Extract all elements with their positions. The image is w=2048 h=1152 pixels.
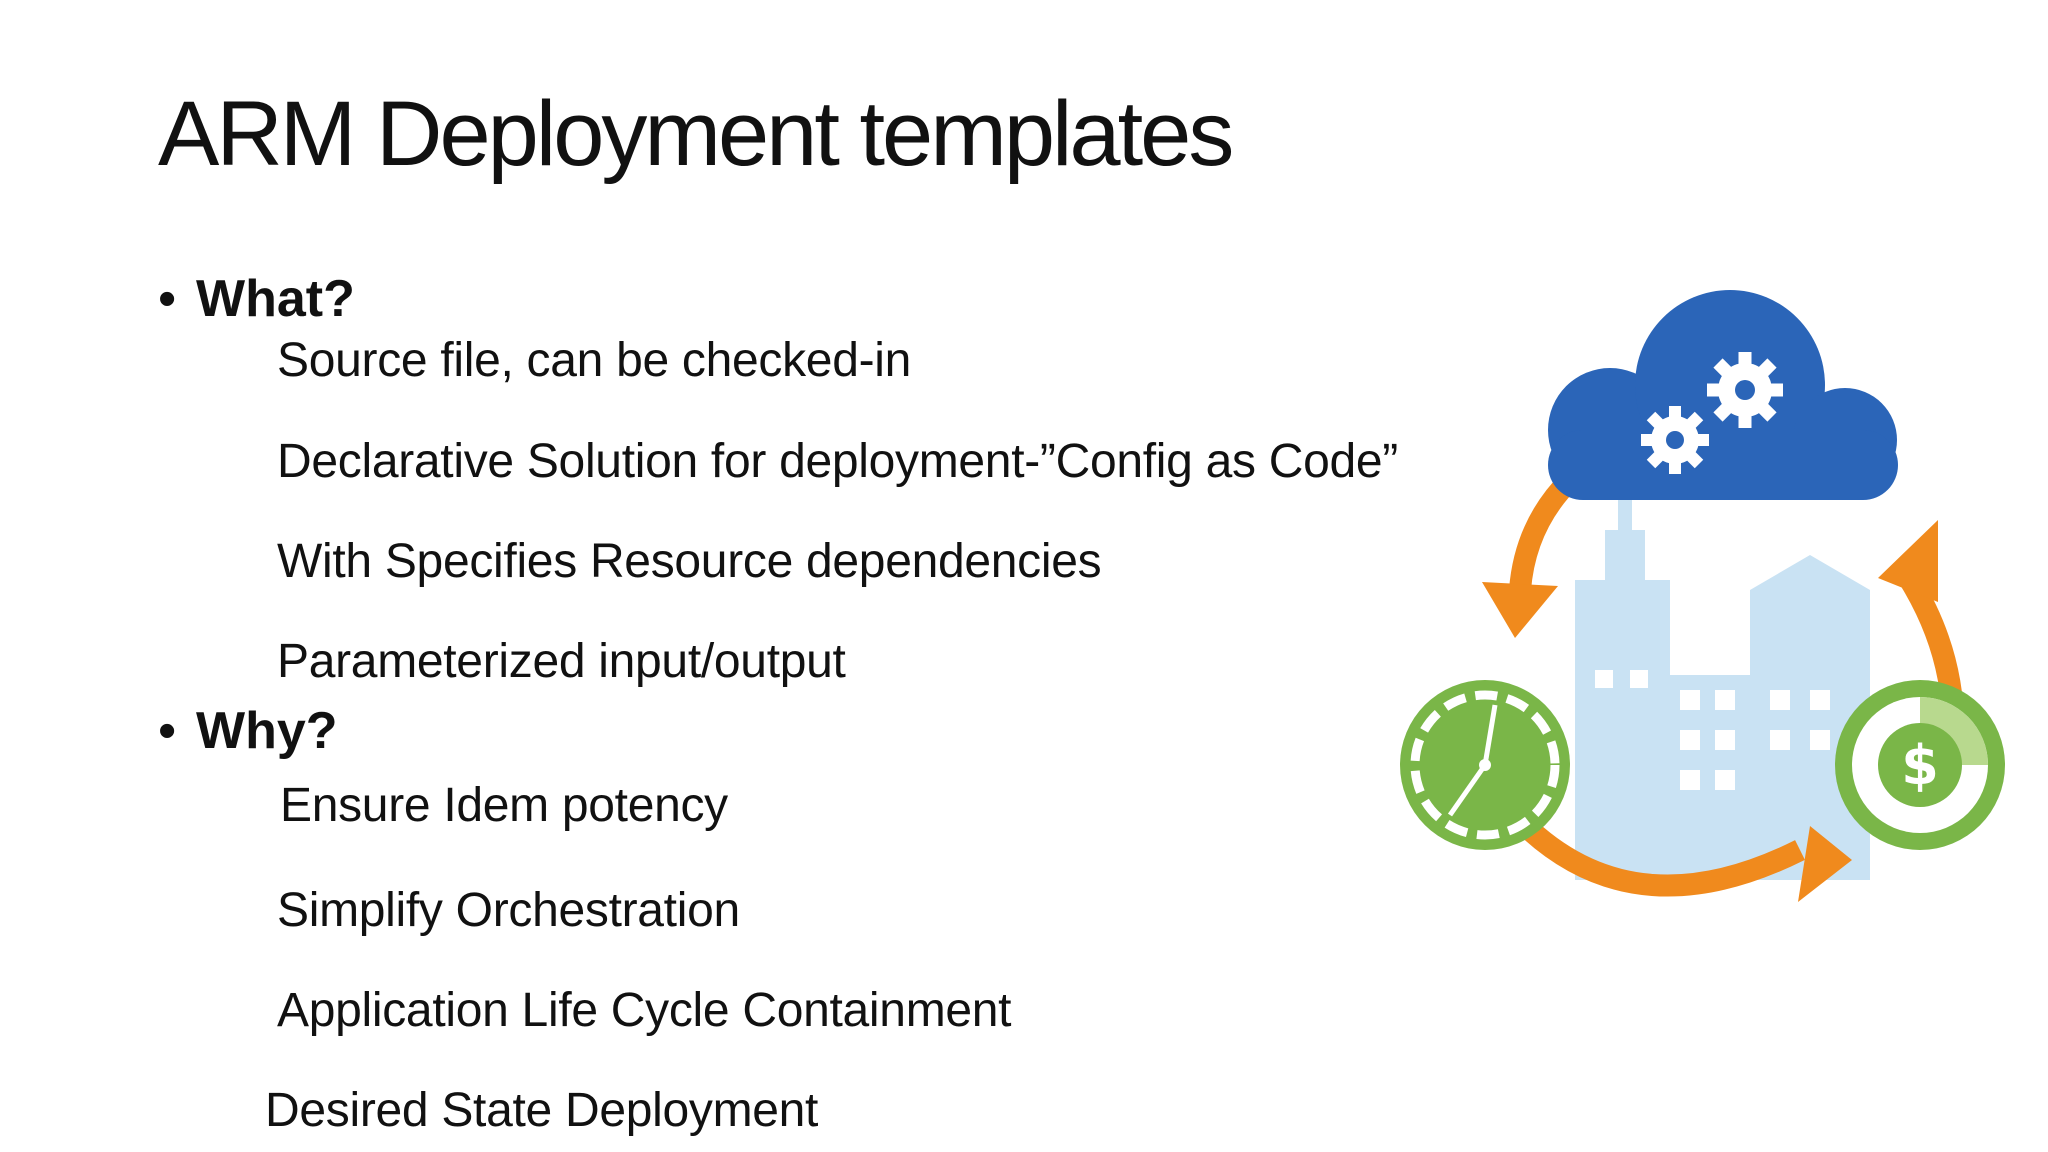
list-item: Parameterized input/output (277, 635, 846, 688)
gear-icon (1641, 352, 1783, 474)
list-item: Source file, can be checked-in (277, 334, 912, 387)
bullet-heading: What? (196, 270, 355, 328)
bullet-heading: Why? (196, 702, 338, 760)
cloud-icon (1548, 290, 1898, 500)
list-item: Simplify Orchestration (277, 884, 740, 937)
list-item: Application Life Cycle Containment (277, 984, 1012, 1037)
clock-icon (1400, 680, 1570, 850)
slide-title: ARM Deployment templates (158, 83, 1234, 185)
list-item: Ensure Idem potency (280, 779, 728, 832)
list-item: With Specifies Resource dependencies (277, 535, 1102, 588)
dollar-symbol: $ (1901, 734, 1939, 797)
cloud-lifecycle-illustration: $ (1400, 290, 2005, 902)
bullet-dot: • (158, 270, 177, 328)
bullet-dot: • (158, 702, 177, 760)
bullet-what: • What? (158, 268, 355, 330)
dollar-icon: $ (1835, 680, 2005, 850)
list-item: Desired State Deployment (265, 1084, 819, 1137)
city-skyline-icon (1575, 495, 1870, 880)
list-item: Declarative Solution for deployment-”Con… (277, 435, 1398, 488)
arrow-heads (1482, 520, 1938, 902)
bullet-why: • Why? (158, 700, 338, 762)
